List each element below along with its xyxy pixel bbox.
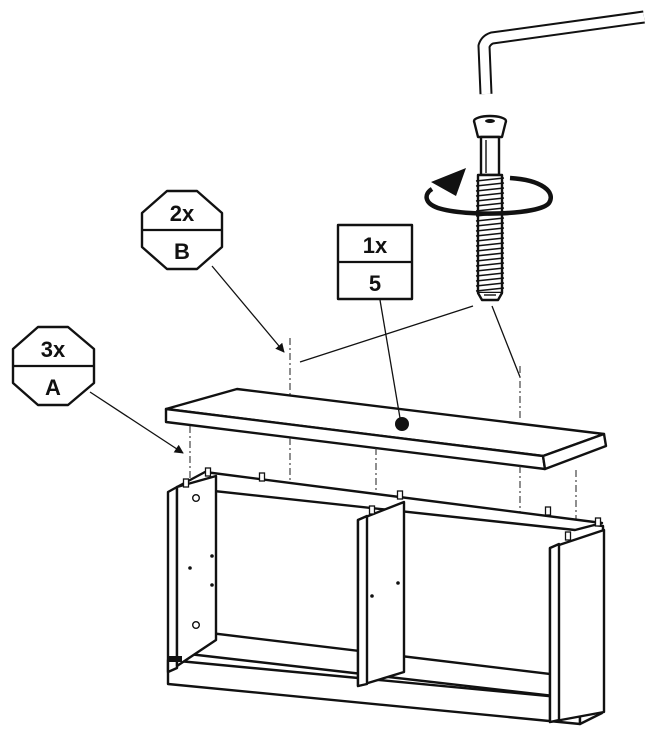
- screw-icon: [472, 114, 508, 302]
- leader-screw-left: [299, 305, 474, 363]
- label-part-b-id: B: [174, 239, 190, 264]
- cabinet-carcass: [166, 467, 606, 726]
- label-part-b: 2x B: [140, 189, 224, 271]
- label-part-b-qty: 2x: [170, 201, 195, 226]
- panel-marker-dot: [395, 417, 409, 431]
- leader-part-a: [89, 391, 184, 454]
- screw-threads: [475, 177, 505, 292]
- leader-part-b: [211, 265, 285, 353]
- rotation-arrow-icon: [424, 168, 553, 216]
- label-part-a-qty: 3x: [41, 337, 66, 362]
- label-part-5-qty: 1x: [363, 233, 388, 258]
- label-part-a-id: A: [45, 375, 61, 400]
- alignment-lines: [189, 426, 577, 526]
- top-panel: [164, 387, 608, 471]
- label-part-5-id: 5: [369, 271, 381, 296]
- cabinet-dowels: [182, 467, 602, 541]
- leader-part-5: [379, 299, 401, 419]
- label-part-5: 1x 5: [336, 223, 414, 301]
- label-part-a: 3x A: [11, 325, 96, 407]
- hex-key-icon: [477, 10, 645, 95]
- leader-screw-right: [491, 305, 521, 378]
